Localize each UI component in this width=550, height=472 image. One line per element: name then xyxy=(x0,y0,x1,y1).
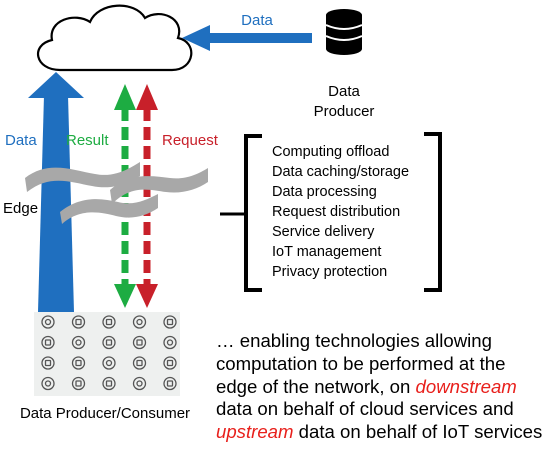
tv-icon xyxy=(132,356,147,370)
edge-waves xyxy=(25,162,208,224)
toaster-icon xyxy=(102,356,116,370)
description-text: … enabling technologies allowing computa… xyxy=(216,330,548,444)
producer-label-line2: Producer xyxy=(314,103,375,120)
desc-part3: data on behalf of IoT services xyxy=(293,421,543,443)
desc-part2: data on behalf of cloud services and xyxy=(216,398,514,420)
gauge-icon xyxy=(132,315,147,329)
list-item-computing-offload: Computing offload xyxy=(272,144,389,160)
data-vertical-arrow xyxy=(28,72,84,312)
lightbulb-icon xyxy=(41,315,55,329)
socket-icon xyxy=(41,356,55,370)
plate-icon xyxy=(163,335,177,350)
snowflake-icon xyxy=(132,335,147,350)
power-icon xyxy=(41,335,55,350)
list-item-iot-management: IoT management xyxy=(272,244,381,260)
result-label: Result xyxy=(66,132,109,149)
drop-icon xyxy=(71,315,86,329)
downstream-highlight: downstream xyxy=(415,375,517,397)
oven-icon xyxy=(163,376,177,391)
leaf-icon xyxy=(132,376,147,391)
result-arrow xyxy=(114,84,136,308)
cloud-icon xyxy=(36,4,193,72)
top-data-label: Data xyxy=(241,12,273,29)
list-item-data-caching: Data caching/storage xyxy=(272,164,409,180)
car-icon xyxy=(71,356,86,370)
request-arrow xyxy=(136,84,158,308)
fan-icon xyxy=(102,315,116,329)
router-icon xyxy=(71,335,86,350)
list-item-service-delivery: Service delivery xyxy=(272,224,375,240)
plug-icon xyxy=(41,376,55,391)
device-icon-grid xyxy=(41,315,177,391)
database-icon xyxy=(325,9,363,55)
eye-icon xyxy=(71,376,86,391)
left-data-label: Data xyxy=(5,132,37,149)
desc-part1: … enabling technologies allowing computa… xyxy=(216,330,506,397)
dish-icon xyxy=(163,356,177,370)
bottom-label: Data Producer/Consumer xyxy=(20,405,190,422)
data-upload-arrow xyxy=(182,25,312,51)
request-label: Request xyxy=(162,132,219,149)
list-item-data-processing: Data processing xyxy=(272,184,377,200)
list-item-request-distribution: Request distribution xyxy=(272,204,400,220)
edge-label: Edge xyxy=(3,200,38,217)
speaker-icon xyxy=(102,376,116,391)
fan-icon xyxy=(102,335,116,350)
list-item-privacy-protection: Privacy protection xyxy=(272,264,387,280)
upstream-highlight: upstream xyxy=(216,421,294,443)
producer-label-line1: Data xyxy=(328,83,360,100)
key-icon xyxy=(163,315,177,329)
